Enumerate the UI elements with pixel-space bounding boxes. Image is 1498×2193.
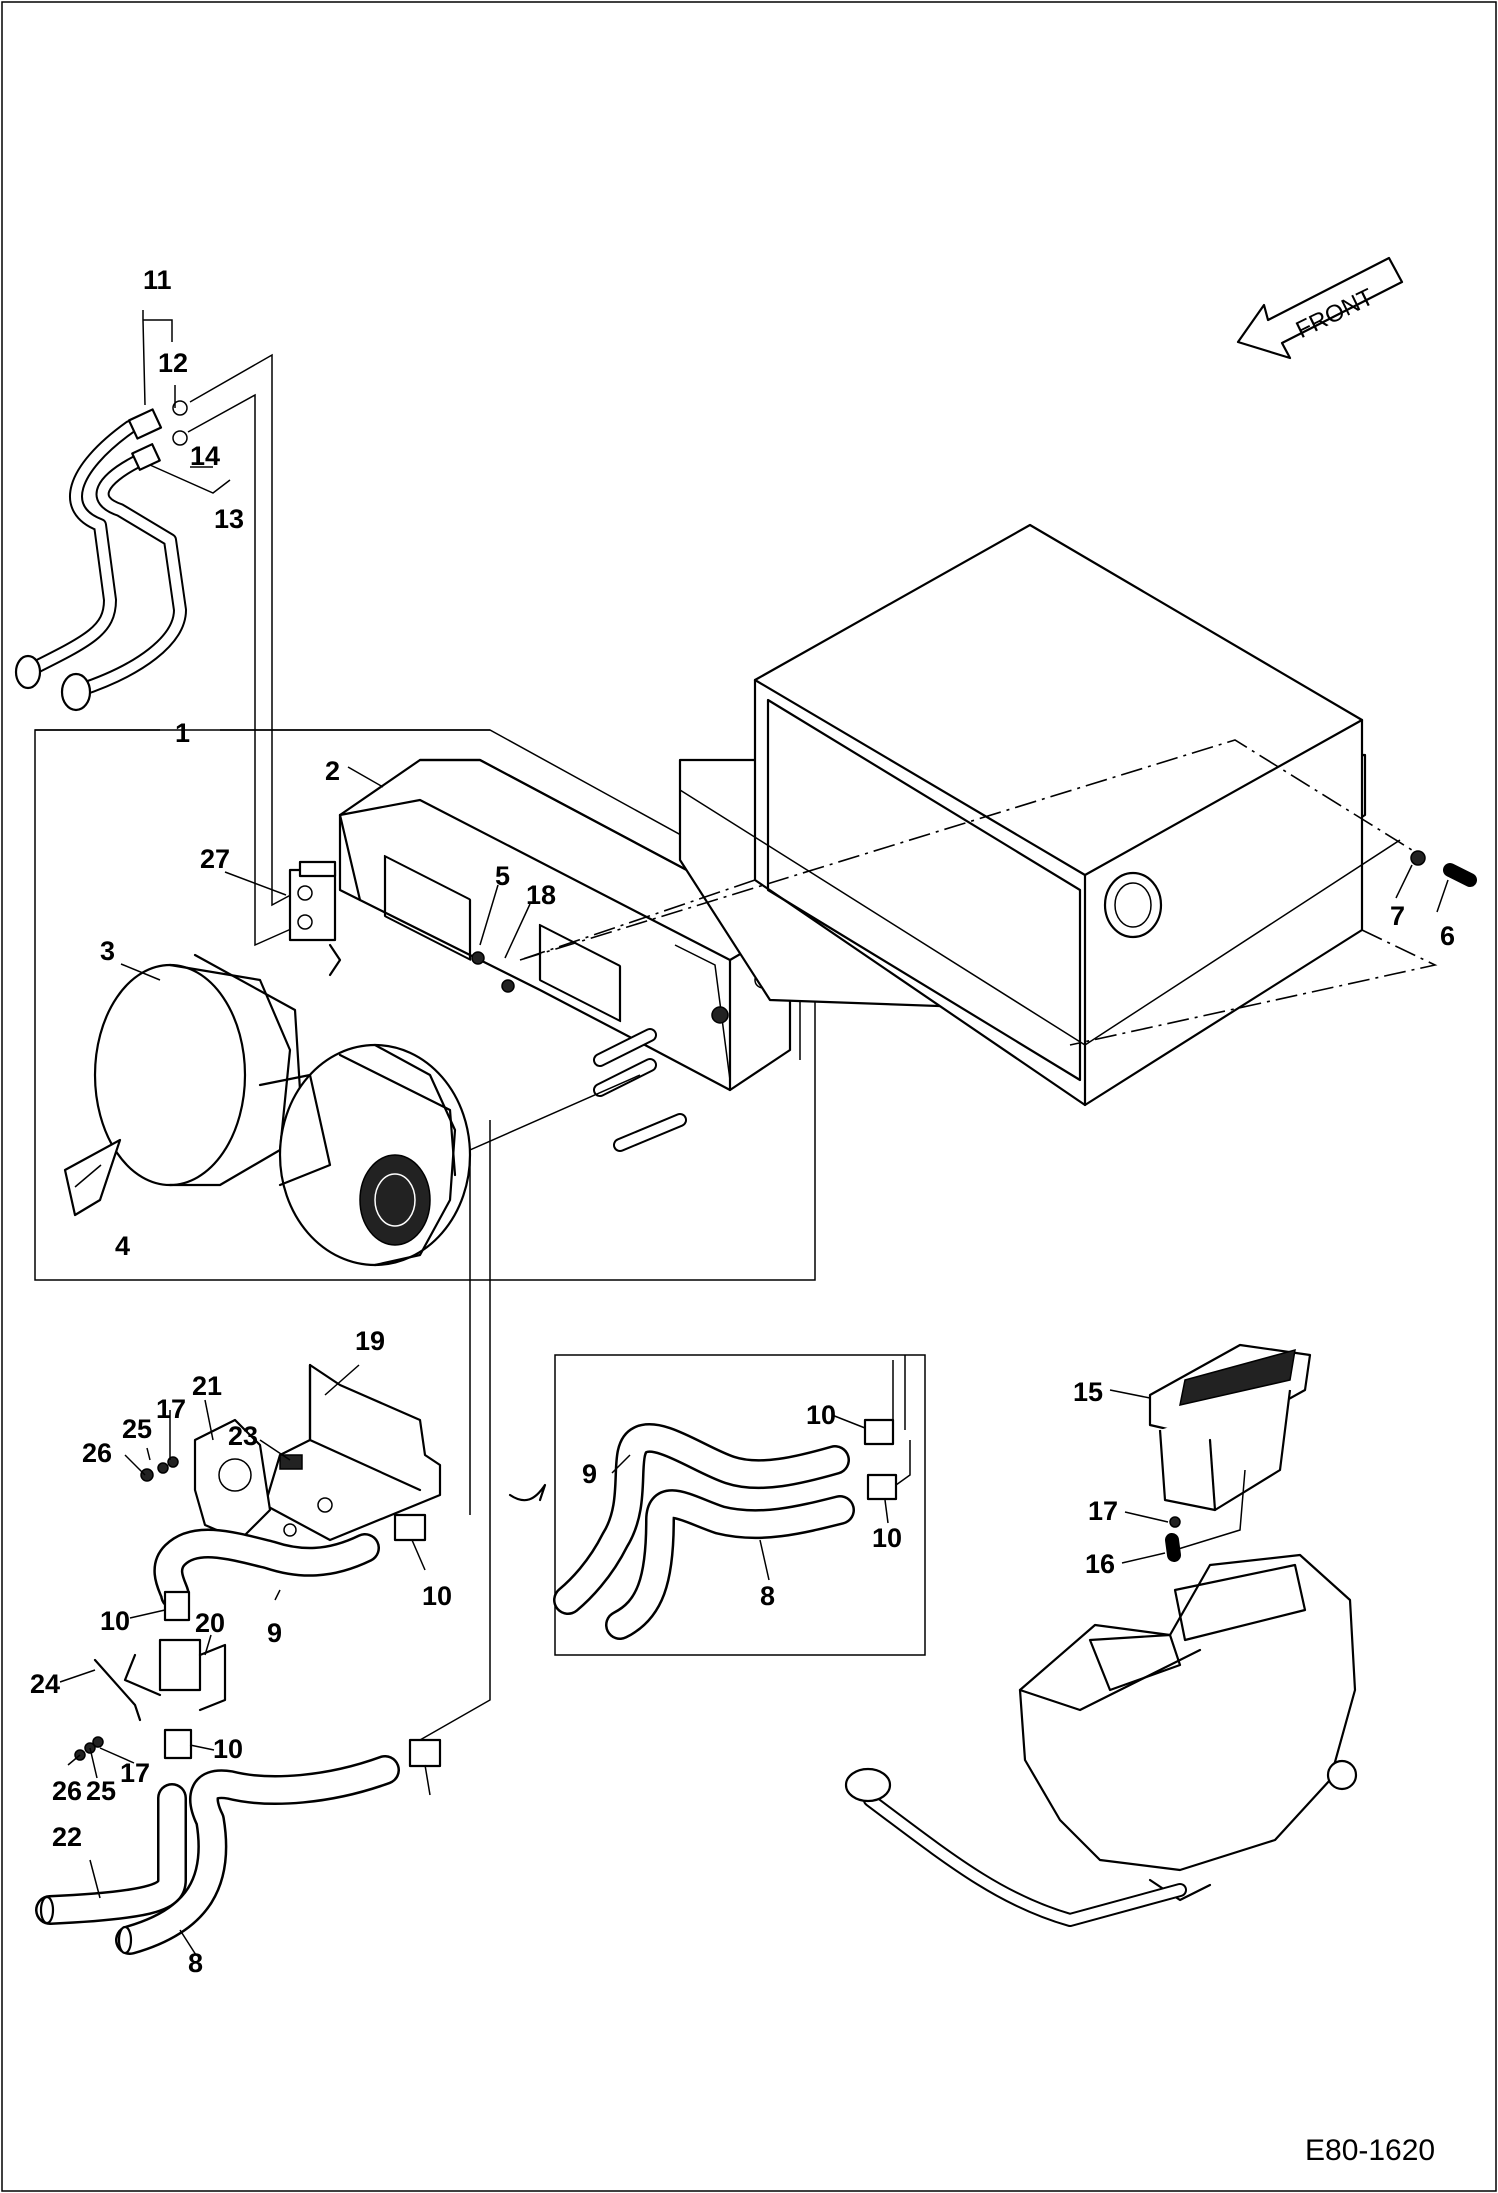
heater-hose-8 [115, 1738, 442, 1955]
callout-10-left: 10 [100, 1606, 130, 1636]
callout-17-lower: 17 [120, 1758, 150, 1788]
callout-17-panel: 17 [1088, 1496, 1118, 1526]
callout-27: 27 [200, 844, 230, 874]
callout-3: 3 [100, 936, 115, 966]
water-valve [288, 860, 342, 977]
callout-10-detail-upper: 10 [806, 1400, 836, 1430]
callout-19: 19 [355, 1326, 385, 1356]
callout-6: 6 [1440, 921, 1455, 951]
hose-detail-frame [554, 1354, 926, 1656]
front-direction-arrow-icon: FRONT [1236, 256, 1404, 360]
callout-25-lower: 25 [86, 1776, 116, 1806]
figure-code: E80-1620 [1305, 2134, 1435, 2167]
water-valve-20 [74, 1638, 227, 1761]
callout-5: 5 [495, 861, 510, 891]
callout-23: 23 [228, 1421, 258, 1451]
heater-control-panel [1148, 1343, 1312, 1512]
callout-24: 24 [30, 1669, 60, 1699]
callout-9-detail: 9 [582, 1459, 597, 1489]
callout-4: 4 [115, 1231, 130, 1261]
callout-18: 18 [526, 880, 556, 910]
callout-15: 15 [1073, 1377, 1103, 1407]
callout-10-detail-lower: 10 [872, 1523, 902, 1553]
callout-26-lower: 26 [52, 1776, 82, 1806]
heater-cover-panel [519, 523, 1438, 1107]
control-valve-bracket [263, 1363, 442, 1542]
heater-hose-9 [153, 1513, 427, 1622]
heater-pipe-assembly [14, 400, 188, 712]
callout-9-lower: 9 [267, 1618, 282, 1648]
callout-1: 1 [175, 718, 190, 748]
heater-hose-22 [35, 1783, 187, 1925]
callout-22: 22 [52, 1822, 82, 1852]
callout-10-lower: 10 [213, 1734, 243, 1764]
detail-pointer [508, 1483, 547, 1502]
heater-core-tubes [593, 1028, 687, 1152]
mounting-screw [1410, 850, 1477, 887]
callout-8-detail: 8 [760, 1581, 775, 1611]
callout-2: 2 [325, 756, 340, 786]
callout-17-upper: 17 [156, 1394, 186, 1424]
callout-12: 12 [158, 348, 188, 378]
callout-25-upper: 25 [122, 1414, 152, 1444]
callout-21: 21 [192, 1371, 222, 1401]
callout-10-right: 10 [422, 1581, 452, 1611]
callout-7: 7 [1390, 901, 1405, 931]
callout-11: 11 [143, 265, 172, 295]
front-label: FRONT [1292, 283, 1378, 344]
leader-lines [59, 310, 1449, 1956]
blower-motor-assembly [63, 953, 472, 1267]
callout-16: 16 [1085, 1549, 1115, 1579]
callout-20: 20 [195, 1608, 225, 1638]
callout-26-upper: 26 [82, 1438, 112, 1468]
detail-hoses [553, 1355, 911, 1640]
callout-labels: 11 12 14 13 1 2 27 5 18 3 4 7 6 19 21 17… [30, 265, 1455, 1978]
control-lever [844, 1767, 1187, 1927]
callout-14: 14 [190, 441, 220, 471]
console-cover [1018, 1553, 1358, 1902]
callout-13: 13 [214, 504, 244, 534]
callout-8-lower: 8 [188, 1948, 203, 1978]
